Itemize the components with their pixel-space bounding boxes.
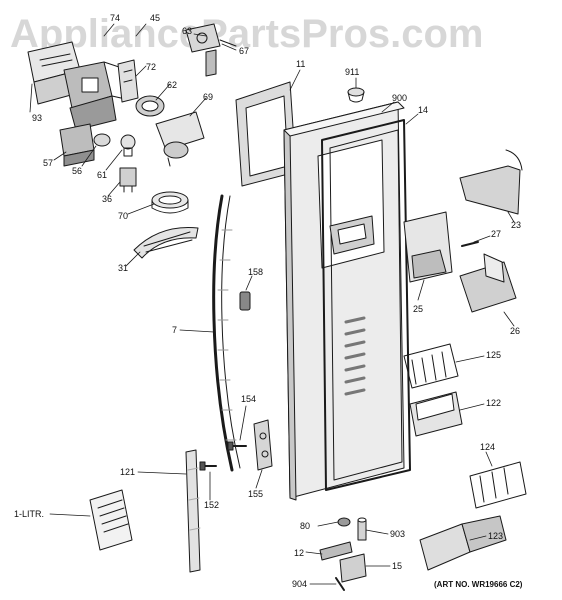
callout-123: 123 xyxy=(488,531,504,541)
callout-12: 12 xyxy=(294,548,305,558)
mount-155-part xyxy=(253,419,273,471)
art-number: (ART NO. WR19666 C2) xyxy=(434,580,523,589)
door-900-part xyxy=(283,101,405,501)
callout-125: 125 xyxy=(486,350,502,360)
callout-152: 152 xyxy=(204,500,220,510)
callout-904: 904 xyxy=(292,579,308,589)
callout-70: 70 xyxy=(118,211,129,221)
callout-14: 14 xyxy=(418,105,429,115)
screw-904-part xyxy=(335,577,345,591)
callout-124: 124 xyxy=(480,442,496,452)
callout-900: 900 xyxy=(392,93,408,103)
dispenser-frame-11-part xyxy=(235,81,297,187)
switch-56-part xyxy=(93,133,111,147)
clip-158-part xyxy=(239,291,251,311)
callout-26: 26 xyxy=(510,326,521,336)
callout-72: 72 xyxy=(146,62,157,72)
motor-62-part xyxy=(135,95,165,117)
callout-7: 7 xyxy=(172,325,178,335)
door-gasket-14-part xyxy=(321,119,411,491)
bulb-61-part xyxy=(120,134,136,157)
bracket-12-part xyxy=(319,541,353,561)
cap-911-part xyxy=(347,87,365,103)
callout-25: 25 xyxy=(413,304,424,314)
callout-903: 903 xyxy=(390,529,406,539)
callout-69: 69 xyxy=(203,92,214,102)
callout-63: 63 xyxy=(182,26,193,36)
callout-122: 122 xyxy=(486,398,502,408)
callout-45: 45 xyxy=(150,13,161,23)
callout-61: 61 xyxy=(97,170,108,180)
screw-152-part xyxy=(199,461,217,471)
callout-56: 56 xyxy=(72,166,83,176)
door-handle-7-part xyxy=(212,194,241,472)
bin-123-part xyxy=(419,515,507,571)
leader-lines xyxy=(29,23,515,585)
bracket-72-part xyxy=(117,59,139,103)
callout-11: 11 xyxy=(296,59,306,69)
callout-121: 121 xyxy=(120,467,136,477)
solenoid-63-part xyxy=(185,23,237,77)
dispenser-recess-part xyxy=(329,215,375,255)
hinge-15-part xyxy=(339,553,367,583)
switch-36-part xyxy=(119,167,137,193)
callout-31: 31 xyxy=(118,263,129,273)
grille-31-part xyxy=(133,226,199,259)
duct-69-part xyxy=(155,111,205,167)
ring-70-part xyxy=(151,191,189,214)
bin-25-part xyxy=(403,211,453,283)
screw-27-part xyxy=(461,241,479,247)
callout-67: 67 xyxy=(239,46,250,56)
callout-155: 155 xyxy=(248,489,264,499)
screw-154-part xyxy=(227,441,247,451)
callout-80: 80 xyxy=(300,521,311,531)
callout-74: 74 xyxy=(110,13,121,23)
bin-122-part xyxy=(409,391,463,437)
dispenser-module-part xyxy=(27,41,131,131)
cap-80-part xyxy=(337,517,351,527)
bin-26-part xyxy=(459,253,517,313)
callout-911: 911 xyxy=(345,67,360,77)
literature-booklet-part xyxy=(89,489,133,551)
callout-57: 57 xyxy=(43,158,54,168)
door-shelf-rungs-part xyxy=(344,316,366,396)
callout-1-litr: 1-LITR. xyxy=(14,509,45,519)
callout-15: 15 xyxy=(392,561,403,571)
callout-27: 27 xyxy=(491,229,502,239)
callout-36: 36 xyxy=(102,194,113,204)
cover-23-part xyxy=(459,149,523,215)
watermark: AppliancePartsPros.com xyxy=(10,12,484,56)
wire-shelf-124-part xyxy=(469,461,527,509)
callout-158: 158 xyxy=(248,267,264,277)
callout-154: 154 xyxy=(241,394,257,404)
pin-903-part xyxy=(357,517,367,541)
callout-23: 23 xyxy=(511,220,522,230)
trim-strip-121-part xyxy=(185,449,201,573)
housing-57-part xyxy=(59,123,95,167)
callout-62: 62 xyxy=(167,80,178,90)
wire-shelf-125-part xyxy=(403,343,459,389)
callout-93: 93 xyxy=(32,113,43,123)
